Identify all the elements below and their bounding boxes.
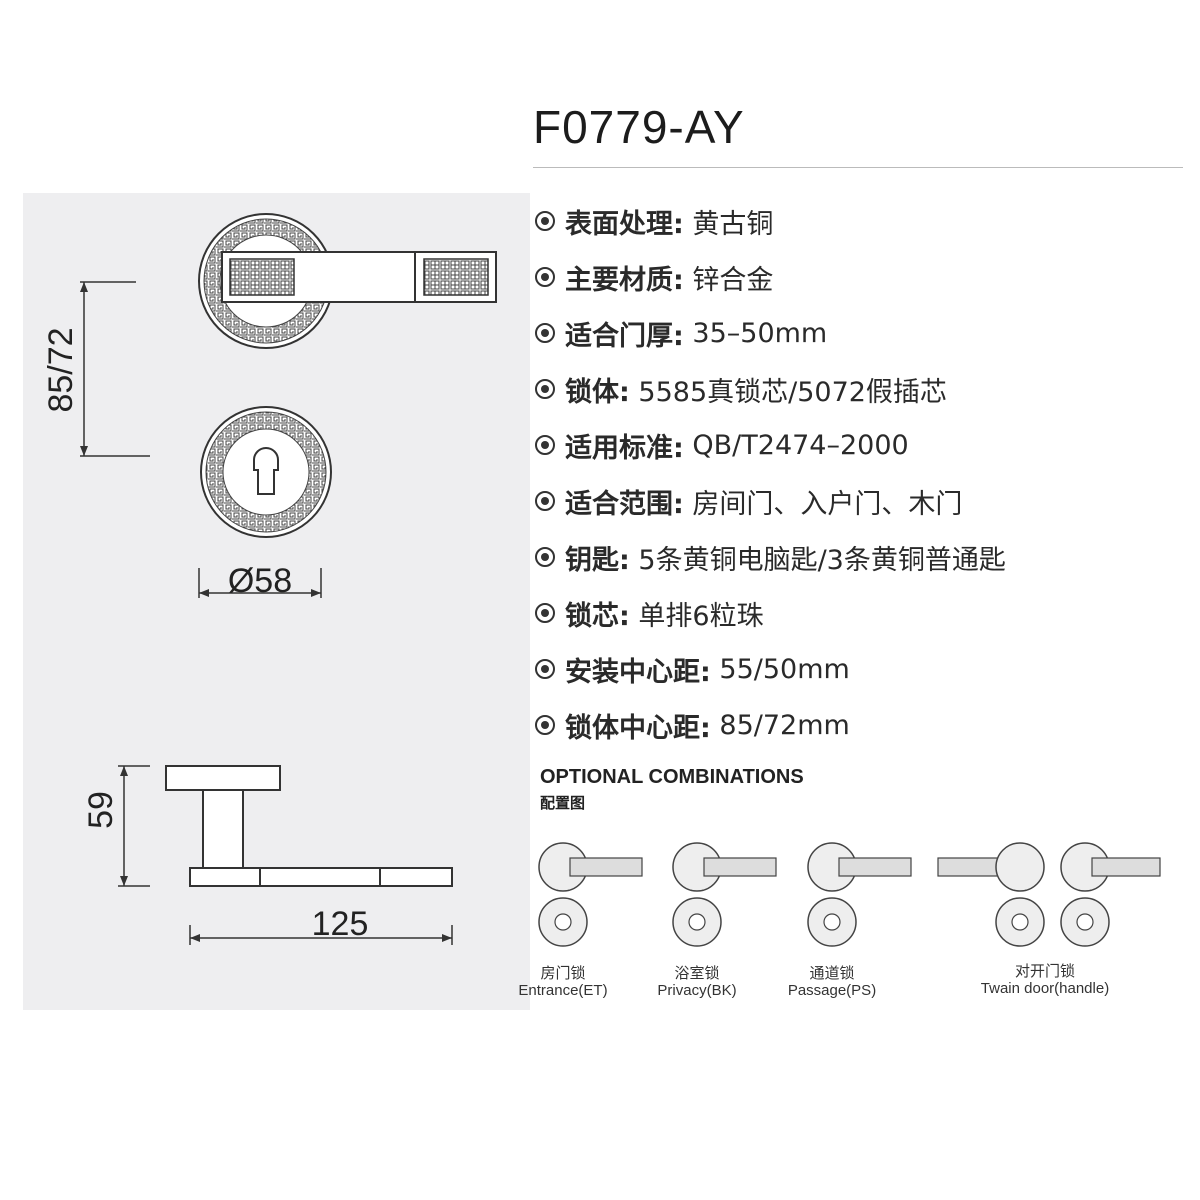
cylinder-rosette bbox=[200, 406, 332, 538]
length-dimension: 125 bbox=[312, 905, 369, 943]
divider bbox=[533, 167, 1183, 168]
handle-side-view bbox=[165, 765, 453, 887]
spec-value: 5585真锁芯/5072假插芯 bbox=[638, 376, 947, 408]
spec-label: 锁芯: bbox=[565, 600, 630, 632]
spec-bullet-icon bbox=[535, 659, 555, 679]
spec-bullet-icon bbox=[535, 267, 555, 287]
spec-label: 适用标准: bbox=[565, 432, 684, 464]
spec-label: 适合范围: bbox=[565, 488, 684, 520]
combo-thumb-passage bbox=[807, 842, 912, 947]
spec-value: 黄古铜 bbox=[692, 208, 774, 240]
spec-value: 单排6粒珠 bbox=[638, 600, 764, 632]
spec-bullet-icon bbox=[535, 491, 555, 511]
spec-label: 适合门厚: bbox=[565, 320, 684, 352]
spec-item: 适合门厚: 35–50mm bbox=[535, 305, 1006, 361]
model-number: F0779-AY bbox=[533, 101, 745, 153]
spec-label: 锁体中心距: bbox=[565, 712, 711, 744]
spec-value: 房间门、入户门、木门 bbox=[692, 488, 963, 520]
height-dimension: 85/72 bbox=[42, 327, 80, 412]
depth-dimension: 59 bbox=[82, 791, 120, 829]
spec-item: 安装中心距: 55/50mm bbox=[535, 641, 1006, 697]
combo-thumb-privacy bbox=[672, 842, 777, 947]
spec-bullet-icon bbox=[535, 547, 555, 567]
combo-caption-entrance: 房门锁 Entrance(ET) bbox=[513, 964, 613, 1000]
spec-value: 85/72mm bbox=[719, 709, 850, 741]
combo-cn: 房门锁 bbox=[540, 964, 586, 982]
spec-bullet-icon bbox=[535, 323, 555, 343]
spec-item: 锁芯: 单排6粒珠 bbox=[535, 585, 1006, 641]
spec-item: 适合范围: 房间门、入户门、木门 bbox=[535, 473, 1006, 529]
spec-item: 表面处理: 黄古铜 bbox=[535, 193, 1006, 249]
spec-bullet-icon bbox=[535, 379, 555, 399]
combo-thumb-entrance bbox=[538, 842, 643, 947]
spec-bullet-icon bbox=[535, 211, 555, 231]
spec-bullet-icon bbox=[535, 435, 555, 455]
diameter-dimension: Ø58 bbox=[228, 562, 292, 600]
combo-caption-privacy: 浴室锁 Privacy(BK) bbox=[647, 964, 747, 1000]
spec-label: 锁体: bbox=[565, 376, 630, 408]
combo-en: Twain door(handle) bbox=[980, 980, 1110, 997]
spec-label: 钥匙: bbox=[565, 544, 630, 576]
spec-label: 主要材质: bbox=[565, 264, 684, 296]
optional-title: OPTIONAL COMBINATIONS bbox=[540, 766, 804, 788]
spec-label: 表面处理: bbox=[565, 208, 684, 240]
combo-cn: 通道锁 bbox=[809, 964, 855, 982]
spec-item: 锁体: 5585真锁芯/5072假插芯 bbox=[535, 361, 1006, 417]
combo-en: Passage(PS) bbox=[787, 982, 877, 999]
combo-caption-passage: 通道锁 Passage(PS) bbox=[782, 964, 882, 1000]
spec-list: 表面处理: 黄古铜 主要材质: 锌合金 适合门厚: 35–50mm 锁体: 55… bbox=[535, 193, 1006, 753]
optional-subtitle: 配置图 bbox=[540, 794, 586, 812]
spec-value: 35–50mm bbox=[692, 317, 828, 349]
combo-en: Entrance(ET) bbox=[518, 982, 608, 999]
spec-label: 安装中心距: bbox=[565, 656, 711, 688]
spec-item: 适用标准: QB/T2474–2000 bbox=[535, 417, 1006, 473]
spec-value: 55/50mm bbox=[719, 653, 850, 685]
combo-en: Privacy(BK) bbox=[657, 982, 737, 999]
dimension-lines bbox=[80, 281, 453, 945]
spec-item: 钥匙: 5条黄铜电脑匙/3条黄铜普通匙 bbox=[535, 529, 1006, 585]
spec-item: 锁体中心距: 85/72mm bbox=[535, 697, 1006, 753]
handle-front-view bbox=[198, 213, 497, 349]
spec-value: QB/T2474–2000 bbox=[692, 429, 909, 461]
combo-cn: 对开门锁 bbox=[1014, 962, 1075, 980]
spec-value: 锌合金 bbox=[692, 264, 774, 296]
combo-cn: 浴室锁 bbox=[674, 964, 720, 982]
combo-thumb-twain bbox=[937, 842, 1161, 947]
spec-bullet-icon bbox=[535, 715, 555, 735]
combo-caption-twain: 对开门锁 Twain door(handle) bbox=[955, 962, 1135, 998]
spec-item: 主要材质: 锌合金 bbox=[535, 249, 1006, 305]
spec-bullet-icon bbox=[535, 603, 555, 623]
spec-value: 5条黄铜电脑匙/3条黄铜普通匙 bbox=[638, 544, 1006, 576]
